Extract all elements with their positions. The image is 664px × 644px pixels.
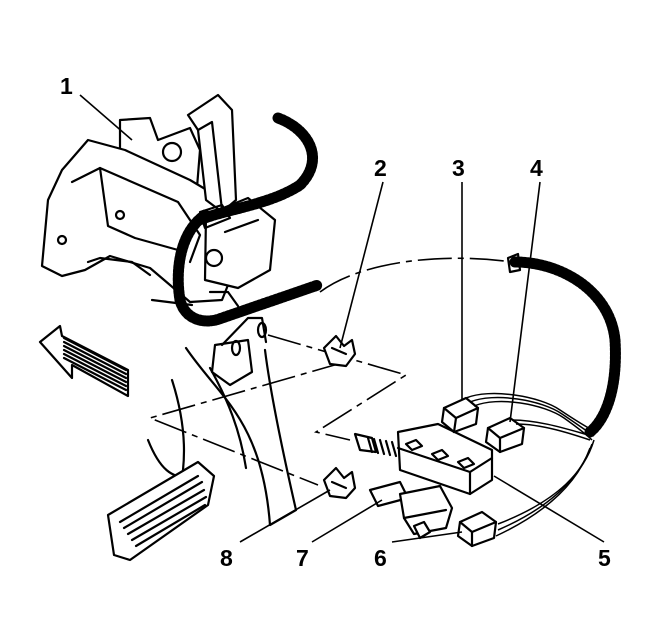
callouts: 1 2 3 4 5 6 7 8 xyxy=(60,73,611,571)
retainer-clip-upper xyxy=(322,334,357,368)
arrow-left-icon xyxy=(38,324,130,398)
connector-4 xyxy=(484,416,526,454)
callout-7: 7 xyxy=(296,545,309,571)
callout-2: 2 xyxy=(374,155,387,181)
release-switch xyxy=(368,480,454,540)
pedal-bracket xyxy=(40,93,277,308)
stoplamp-switch xyxy=(353,422,494,496)
upper-harness xyxy=(172,112,324,327)
callout-4: 4 xyxy=(530,155,543,181)
connector-6 xyxy=(456,510,498,548)
callout-1: 1 xyxy=(60,73,73,99)
connector-3 xyxy=(440,396,480,434)
callout-5: 5 xyxy=(598,545,611,571)
callout-6: 6 xyxy=(374,545,387,571)
callout-3: 3 xyxy=(452,155,465,181)
pedal-arm xyxy=(106,316,298,562)
lower-harness xyxy=(465,252,621,537)
callout-8: 8 xyxy=(220,545,233,571)
retainer-clip-lower xyxy=(322,466,357,500)
leader-lines xyxy=(79,94,605,543)
